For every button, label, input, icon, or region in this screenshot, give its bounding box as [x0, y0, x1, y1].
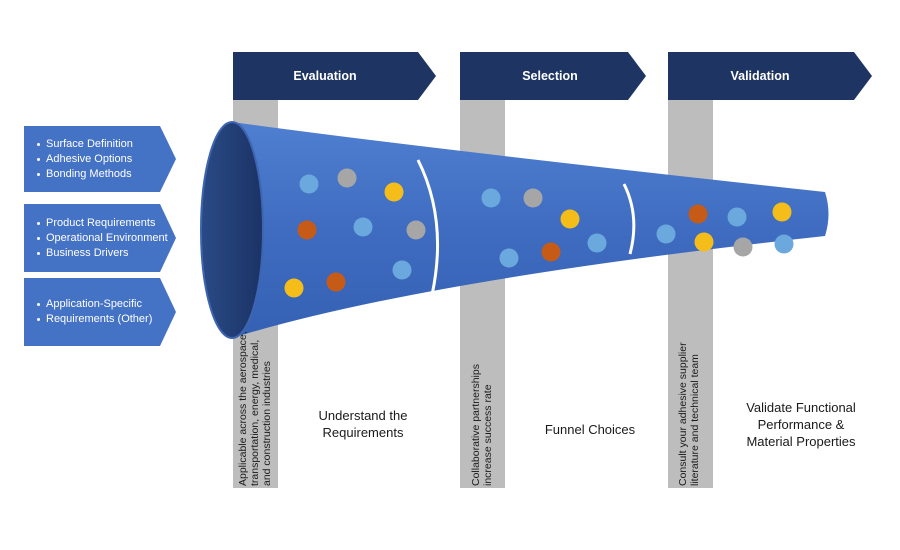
- stage-note-validation: Consult your adhesive supplier literatur…: [677, 342, 701, 486]
- stage-caption-evaluation: Understand the Requirements: [278, 407, 448, 441]
- input-list-1: Surface Definition Adhesive Options Bond…: [34, 137, 133, 182]
- ball-orange: [326, 272, 346, 292]
- input-item: Application-Specific: [36, 297, 152, 312]
- funnel-divider-1: [416, 159, 440, 296]
- ball-blue: [727, 207, 747, 227]
- note-line: Consult your adhesive supplier: [677, 342, 689, 486]
- caption-line: Material Properties: [746, 434, 856, 449]
- note-line: Collaborative partnerships: [470, 364, 482, 486]
- input-item: Bonding Methods: [37, 167, 132, 180]
- caption-line: Requirements: [322, 425, 404, 440]
- ball-orange: [541, 242, 561, 262]
- ball-yellow: [560, 209, 580, 229]
- ball-yellow: [694, 232, 714, 252]
- caption-line: Performance &: [757, 417, 845, 432]
- stage-header-validation: [668, 52, 872, 100]
- funnel-opening: [200, 121, 264, 339]
- note-line: increase success rate: [482, 384, 494, 486]
- funnel-body: [232, 122, 829, 338]
- ball-gray: [337, 168, 357, 188]
- ball-orange: [688, 204, 708, 224]
- input-item: Operational Environment: [37, 231, 168, 244]
- caption-line: Funnel Choices: [544, 422, 636, 437]
- stage-caption-selection: Funnel Choices: [505, 421, 675, 438]
- stage-caption-validation: Validate Functional Performance & Materi…: [716, 399, 886, 450]
- ball-blue: [774, 234, 794, 254]
- note-line: and construction industries: [261, 361, 273, 486]
- input-item: Business Drivers: [37, 246, 168, 261]
- funnel-divider-2: [622, 183, 636, 255]
- input-arrow-3: [24, 278, 176, 346]
- caption-line: Understand the: [318, 408, 408, 423]
- ball-orange: [297, 220, 317, 240]
- ball-blue: [353, 217, 373, 237]
- note-line: literature and technical team: [689, 354, 701, 486]
- ball-yellow: [772, 202, 792, 222]
- input-box-3: Application-Specific Requirements (Other…: [24, 278, 174, 346]
- ball-blue: [656, 224, 676, 244]
- input-item: Product Requirements: [37, 216, 168, 231]
- ball-layer: [284, 168, 794, 298]
- stage-note-selection: Collaborative partnerships increase succ…: [470, 364, 494, 486]
- stage-title-validation: Validation: [730, 69, 790, 83]
- stage-note-evaluation: Applicable across the aerospace, transpo…: [237, 331, 273, 486]
- ball-gray: [523, 188, 543, 208]
- input-item-continuation: Requirements (Other): [36, 313, 153, 325]
- input-list-3: Application-Specific Requirements (Other…: [34, 297, 152, 327]
- ball-blue: [299, 174, 319, 194]
- ball-gray: [733, 237, 753, 257]
- ball-yellow: [384, 182, 404, 202]
- ball-blue: [499, 248, 519, 268]
- stage-title-evaluation: Evaluation: [293, 69, 357, 83]
- caption-line: Validate Functional: [746, 400, 856, 415]
- input-item: Adhesive Options: [37, 152, 133, 165]
- note-line: transportation, energy, medical,: [249, 339, 261, 486]
- input-item: Surface Definition: [37, 137, 133, 150]
- ball-blue: [392, 260, 412, 280]
- stage-bar-validation: [668, 98, 713, 488]
- stage-title-selection: Selection: [522, 69, 578, 83]
- input-arrow-2: [24, 204, 176, 272]
- input-box-2: Product Requirements Operational Environ…: [24, 204, 174, 272]
- ball-gray: [406, 220, 426, 240]
- stage-header-selection: [460, 52, 646, 100]
- stage-header-evaluation: [233, 52, 436, 100]
- input-box-1: Surface Definition Adhesive Options Bond…: [24, 126, 174, 192]
- ball-yellow: [284, 278, 304, 298]
- input-arrow-1: [24, 126, 176, 192]
- input-list-2: Product Requirements Operational Environ…: [34, 216, 168, 261]
- ball-blue: [481, 188, 501, 208]
- note-line: Applicable across the aerospace,: [237, 331, 249, 486]
- ball-blue: [587, 233, 607, 253]
